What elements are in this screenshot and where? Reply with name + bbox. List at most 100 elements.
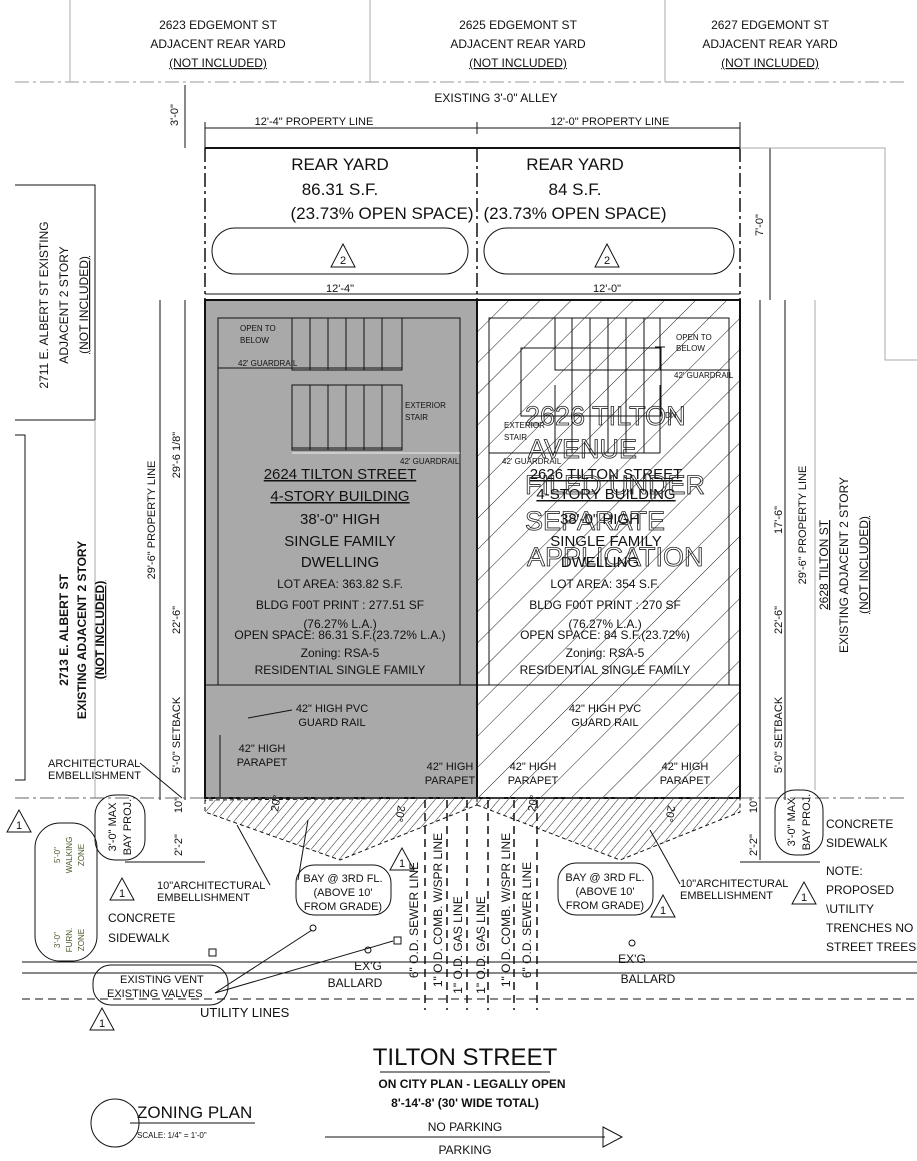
open-space: OPEN SPACE: 84 S.F.(23.72%) [520, 628, 690, 642]
utility-line-label: 1" O.D. COMB. W/SPR LINE [499, 833, 513, 987]
parapet-label: 42" HIGH [239, 743, 286, 755]
utility-line-label: 6" O.D. SEWER LINE [520, 862, 534, 978]
sidewalk-label: SIDEWALK [826, 836, 888, 850]
revision-triangle-icon [6, 808, 817, 1031]
overlay-line: AVENUE [528, 434, 637, 464]
bay-proj-label: 3'-0" MAX [786, 797, 798, 846]
overlay-line: 2626 TILTON [525, 401, 686, 431]
building-info: 2626 TILTON STREET 4-STORY BUILDING 38'-… [520, 466, 691, 677]
rear-yard-width: 12'-0" [593, 283, 621, 295]
zoning: Zoning: RSA-5 [566, 646, 645, 660]
existing-valves-label: EXISTING VALVES [107, 988, 203, 1000]
ballard-label: EX'G [354, 959, 382, 973]
bay-label: (ABOVE 10' [314, 887, 373, 899]
neighbor-desc: EXISTING ADJACENT 2 STORY [75, 541, 89, 719]
bay-label: FROM GRADE) [566, 900, 644, 912]
ballard-label: BALLARD [621, 972, 676, 986]
bay-proj-label: BAY PROJ. [122, 799, 134, 855]
guardrail-label: 42' GUARDRAIL [674, 371, 734, 380]
revision-triangle-icon [330, 242, 356, 268]
rear-yard-left: REAR YARD 86.31 S.F. (23.73% OPEN SPACE)… [205, 155, 477, 295]
building-stories: 4-STORY BUILDING [536, 486, 675, 503]
rear-yard-open: (23.73% OPEN SPACE) [291, 204, 474, 223]
building-use: SINGLE FAMILY [284, 533, 395, 550]
building-use: SINGLE FAMILY [550, 533, 661, 550]
exterior-stair [489, 317, 730, 454]
angle-label: 20° [662, 804, 677, 822]
zoning-desc: RESIDENTIAL SINGLE FAMILY [520, 663, 691, 677]
ballard-label: EX'G [618, 952, 646, 966]
footprint-percent: (76.27% L.A.) [568, 617, 641, 631]
setback-label: 5'-0" SETBACK [171, 696, 183, 773]
open-below-label: BELOW [240, 336, 269, 345]
bay-projections: 20° 20° 20° 20° [204, 794, 741, 861]
revision-number: 1 [801, 892, 807, 904]
rear-yard-title: REAR YARD [291, 155, 389, 174]
parapet-label: 42" HIGH [427, 761, 474, 773]
lot-area: LOT AREA: 363.82 S.F. [277, 577, 403, 591]
neighbor-address: 2628 TILTON ST [817, 519, 831, 610]
exterior-stair [218, 317, 460, 454]
exterior-stair-label: STAIR [405, 413, 428, 422]
front-zone: ARCHITECTURAL EMBELLISHMENT 10" 2'-2" 10… [6, 758, 917, 1031]
street-sub: ON CITY PLAN - LEGALLY OPEN [378, 1077, 565, 1091]
overlay-line: APPLICATION [527, 542, 704, 572]
neighbor-address: 2623 EDGEMONT ST [159, 18, 277, 32]
furn-zone-label: ZONE [77, 929, 86, 951]
no-parking-label: NO PARKING [428, 1120, 502, 1134]
bay-proj-label: 3'-0" MAX [107, 802, 119, 851]
arch-emb-label: ARCHITECTURAL [48, 758, 140, 770]
dim-2-2: 2'-2" [173, 834, 185, 856]
note-line: NOTE: [826, 864, 863, 878]
rear-yard-right: REAR YARD 84 S.F. (23.73% OPEN SPACE) 2 … [477, 148, 771, 300]
left-neighbors: 2711 E. ALBERT ST EXISTING ADJACENT 2 ST… [15, 184, 107, 798]
alley-dim: 3'-0" [169, 104, 181, 126]
building-height: 38'-0" HIGH [560, 511, 640, 528]
neighbor-desc: ADJACENT REAR YARD [150, 37, 286, 51]
walking-zone-label: WALKING [65, 837, 74, 874]
guardrail-label: 42' GUARDRAIL [502, 457, 562, 466]
parapet-label: PARAPET [660, 775, 711, 787]
building-use: DWELLING [561, 554, 639, 571]
note-line: TRENCHES NO [826, 921, 913, 935]
neighbor-note: (NOT INCLUDED) [93, 581, 107, 680]
utility-note: NOTE: PROPOSED \UTILITY TRENCHES NO STRE… [826, 864, 916, 954]
exterior-stair-label: STAIR [504, 433, 527, 442]
separate-application-overlay: 2626 TILTON AVENUE FILED UNDER SEPARATE … [525, 401, 706, 573]
guard-rail-label: GUARD RAIL [571, 717, 638, 729]
open-below-label: OPEN TO [240, 324, 276, 333]
building-use: DWELLING [301, 554, 379, 571]
neighbor-address: 2711 E. ALBERT ST EXISTING [37, 221, 51, 388]
neighbor-note: (NOT INCLUDED) [469, 56, 567, 70]
ballard-label: BALLARD [328, 976, 383, 990]
rear-yard-area: 84 S.F. [549, 180, 602, 199]
zoning: Zoning: RSA-5 [301, 646, 380, 660]
ballard-marker [364, 946, 372, 954]
utility-line-label: 1" O.D. GAS LINE [474, 896, 488, 994]
walking-zone-label: ZONE [77, 844, 86, 866]
property-line-right: 12'-0" PROPERTY LINE [551, 116, 670, 128]
arch-emb-label: 10"ARCHITECTURAL [680, 878, 788, 890]
rear-yard-depth: 7'-0" [754, 214, 766, 236]
revision-number: 1 [660, 905, 666, 917]
open-below-label: OPEN TO [676, 333, 712, 342]
sidewalk-label: CONCRETE [108, 911, 175, 925]
furn-zone-label: 3'-0" [53, 932, 62, 948]
rear-yard-title: REAR YARD [526, 155, 624, 174]
building-footprint: BLDG F00T PRINT : 270 SF [529, 598, 681, 612]
revision-number: 2 [340, 255, 346, 267]
dim-2-2: 2'-2" [748, 834, 760, 856]
top-neighbors: 2623 EDGEMONT ST ADJACENT REAR YARD (NOT… [15, 0, 905, 83]
property-line-left: 12'-4" PROPERTY LINE [255, 116, 374, 128]
vent-marker [208, 948, 217, 957]
bay-label: FROM GRADE) [304, 901, 382, 913]
right-neighbor: 2628 TILTON ST EXISTING ADJACENT 2 STORY… [740, 147, 917, 790]
revision-number: 1 [16, 820, 22, 832]
open-below-label: BELOW [676, 344, 705, 353]
setback-label: 5'-0" SETBACK [773, 696, 785, 773]
rear-yard-open: (23.73% OPEN SPACE) [484, 204, 667, 223]
lot-area: LOT AREA: 354 S.F. [550, 577, 659, 591]
existing-vent-label: EXISTING VENT [120, 974, 204, 986]
guardrail-label: 42' GUARDRAIL [400, 457, 460, 466]
footprint-percent: (76.27% L.A.) [303, 617, 376, 631]
